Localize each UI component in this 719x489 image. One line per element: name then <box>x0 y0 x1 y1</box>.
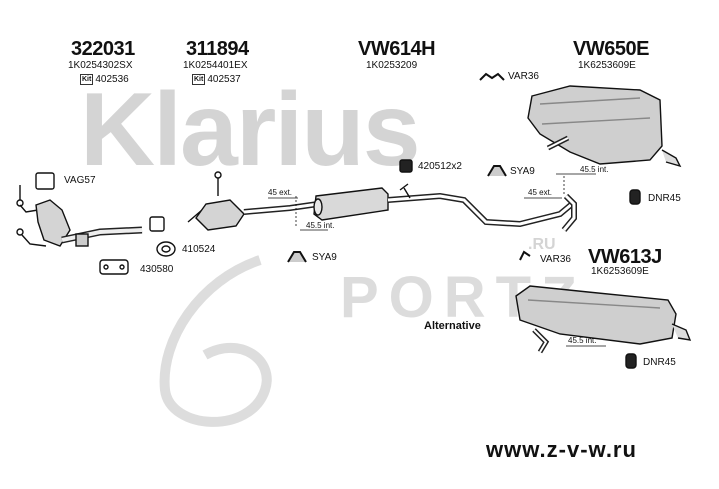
gasket-410524-shape <box>156 241 176 257</box>
part-number-p1: 322031 <box>71 38 135 60</box>
watermark-six-logo <box>159 255 272 427</box>
label-sya9-bottom: SYA9 <box>312 252 337 263</box>
measure-m5: 45.5 int. <box>568 336 597 345</box>
kit-p1: Kit 402536 <box>80 74 129 85</box>
label-dnr45-bottom: DNR45 <box>643 357 676 368</box>
label-410524: 410524 <box>182 244 216 255</box>
oem-number-p2: 1K0254401EX <box>183 60 248 71</box>
catalyst-right-shape <box>195 199 245 231</box>
vag57-gasket-shape <box>35 172 55 190</box>
part-number-p2: 311894 <box>186 38 249 60</box>
oem-number-p1: 1K0254302SX <box>68 60 133 71</box>
part-number-p4: VW650E <box>573 38 649 60</box>
label-vag57: VAG57 <box>64 175 96 186</box>
label-alternative: Alternative <box>424 320 481 332</box>
kit-number-p1: 402536 <box>95 74 129 85</box>
kit-icon: Kit <box>80 74 94 85</box>
label-sya9-top: SYA9 <box>510 166 535 177</box>
label-420512: 420512x2 <box>418 161 462 172</box>
part-number-p3: VW614H <box>358 38 436 60</box>
kit-number-p2: 402537 <box>207 74 241 85</box>
label-dnr45-top: DNR45 <box>648 193 681 204</box>
label-430580: 430580 <box>140 264 174 275</box>
oem-number-p3: 1K0253209 <box>366 60 418 71</box>
footer-url: www.z-v-w.ru <box>486 437 637 462</box>
oem-number-p5: 1K6253609E <box>591 266 649 277</box>
oem-number-p4: 1K6253609E <box>578 60 636 71</box>
label-var36-top: VAR36 <box>508 71 539 82</box>
measure-m4: 45 ext. <box>528 188 553 197</box>
measure-m2: 45.5 int. <box>306 221 335 230</box>
kit-icon: Kit <box>192 74 206 85</box>
kit-p2: Kit 402537 <box>192 74 241 85</box>
measure-m3: 45.5 int. <box>580 165 609 174</box>
measure-m1: 45 ext. <box>268 188 293 197</box>
gasket-430580-shape <box>99 259 129 275</box>
watermark-brand: Klarius <box>80 72 421 188</box>
muffler-vw614h-shape <box>313 187 389 221</box>
muffler-vw650e-shape <box>527 85 663 165</box>
label-var36-bottom: VAR36 <box>540 254 571 265</box>
watermark-tld: .RU <box>528 236 556 253</box>
part-number-p5: VW613J <box>588 246 662 268</box>
